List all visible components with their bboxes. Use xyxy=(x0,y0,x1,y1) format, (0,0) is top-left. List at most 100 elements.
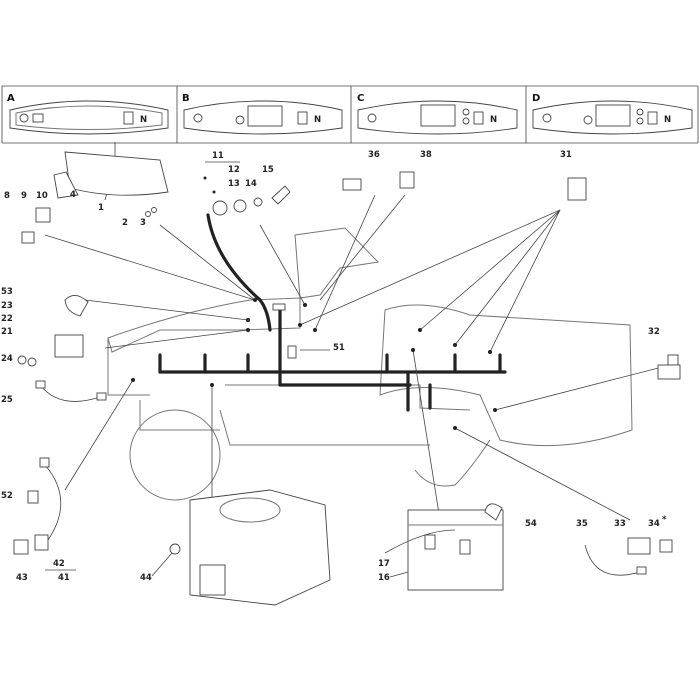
junction-dot xyxy=(131,378,135,382)
panel-b-key-icon xyxy=(193,113,203,123)
washer-part-2 xyxy=(145,211,151,217)
brake-switch-part-38 xyxy=(399,171,415,189)
fuse-holder-part-34 xyxy=(659,539,673,553)
key-part-15 xyxy=(271,185,291,205)
leader-33 xyxy=(454,427,631,521)
callout-16: 16 xyxy=(378,573,390,583)
junction-dot xyxy=(303,303,307,307)
callout-13: 13 xyxy=(228,179,240,189)
leader-53 xyxy=(84,299,249,321)
leader-38 xyxy=(319,194,406,301)
dashboard-panel-strip xyxy=(1,85,699,144)
panel-d-display-screen xyxy=(595,104,631,127)
lamp-holder-part-42 xyxy=(34,534,49,551)
leader-31-d xyxy=(299,209,561,326)
junction-dot xyxy=(453,426,457,430)
callout-51: 51 xyxy=(333,343,345,353)
seat-outline xyxy=(294,227,380,299)
relay-part-32 xyxy=(657,364,681,380)
callout-36: 36 xyxy=(368,150,380,160)
junction-dot xyxy=(246,328,250,332)
leader-22 xyxy=(104,329,249,349)
panel-c-key-icon xyxy=(367,113,377,123)
engine-top xyxy=(219,497,281,523)
callout-10: 10 xyxy=(36,191,48,201)
battery-terminal-negative xyxy=(459,539,471,555)
plug-part-8 xyxy=(21,231,35,244)
bezel-part-14 xyxy=(233,199,247,213)
panel-c-display-screen xyxy=(420,104,456,127)
leader-17 xyxy=(412,349,441,521)
callout-38: 38 xyxy=(420,150,432,160)
connector-part-41 xyxy=(39,457,50,468)
nut-part-14 xyxy=(253,197,263,207)
cable-25-terminal-a xyxy=(35,380,46,389)
cable-part-41 xyxy=(44,464,62,541)
panel-a-hourmeter-icon xyxy=(123,111,134,125)
callout-11: 11 xyxy=(212,151,224,161)
leader-32 xyxy=(494,364,671,411)
callout-9: 9 xyxy=(21,191,27,201)
callout-41: 41 xyxy=(58,573,70,583)
panel-d-button-bottom-icon xyxy=(636,117,644,125)
callout-21: 21 xyxy=(1,327,13,337)
panel-c-button-bottom-icon xyxy=(462,117,470,125)
panel-a-letter: A xyxy=(7,93,15,104)
harness-riser xyxy=(278,308,412,387)
battery-terminal-positive xyxy=(424,534,436,550)
ignition-cable xyxy=(206,213,272,332)
callout-25: 25 xyxy=(1,395,13,405)
callout-34-star: * xyxy=(662,515,667,525)
callout-33: 33 xyxy=(614,519,626,529)
junction-dot xyxy=(493,408,497,412)
seat-switch-part-36 xyxy=(342,178,362,191)
panel-d-hourmeter-icon xyxy=(647,111,658,125)
callout-15: 15 xyxy=(262,165,274,175)
screw-part-3 xyxy=(151,207,157,213)
frame-outline xyxy=(225,384,471,411)
callout-2: 2 xyxy=(122,218,128,228)
panel-a-dashboard-inner xyxy=(15,105,163,130)
components xyxy=(13,151,681,606)
callouts: 1 2 3 4 8 9 10 11 12 13 14 15 16 17 21 2… xyxy=(1,150,667,583)
hood-outline xyxy=(379,304,633,447)
callout-52: 52 xyxy=(1,491,13,501)
panel-a-neutral-label: N xyxy=(140,115,147,125)
callout-44-leader xyxy=(151,552,173,577)
cable-part-17 xyxy=(384,529,456,554)
leader-31-a xyxy=(419,209,561,331)
bulb-part-43 xyxy=(13,539,29,555)
callout-42: 42 xyxy=(53,559,65,569)
callout-44: 44 xyxy=(140,573,152,583)
callout-53: 53 xyxy=(1,287,13,297)
nut-part-44 xyxy=(169,543,181,555)
diode-part-33 xyxy=(627,537,651,555)
panel-c: C N xyxy=(357,93,518,135)
bracket-part-4 xyxy=(53,171,79,199)
connector-51 xyxy=(287,345,297,359)
callout-12: 12 xyxy=(228,165,240,175)
junction-dot xyxy=(488,350,492,354)
solenoid-part-21 xyxy=(54,334,84,358)
junction-dot xyxy=(210,383,214,387)
panel-b-neutral-label: N xyxy=(314,115,321,125)
panel-b-display-screen xyxy=(247,105,283,127)
callout-34: 34 xyxy=(648,519,660,529)
panel-a: A N xyxy=(7,93,169,135)
panel-d-button-top-icon xyxy=(636,108,644,116)
callout-35: 35 xyxy=(576,519,588,529)
leader-31-c xyxy=(489,209,561,353)
callout-22: 22 xyxy=(1,314,13,324)
rear-body-outline xyxy=(107,338,150,396)
harness-top-connector xyxy=(272,303,286,311)
ignition-switch-part-13 xyxy=(212,200,228,216)
front-wheel-outline xyxy=(414,439,491,487)
boot-part-53 xyxy=(64,295,89,317)
callout-14: 14 xyxy=(245,179,257,189)
callout-23: 23 xyxy=(1,301,13,311)
callout-3: 3 xyxy=(140,218,146,228)
callout-32: 32 xyxy=(648,327,660,337)
panel-c-button-top-icon xyxy=(462,108,470,116)
panel-d-key-icon xyxy=(542,113,552,123)
